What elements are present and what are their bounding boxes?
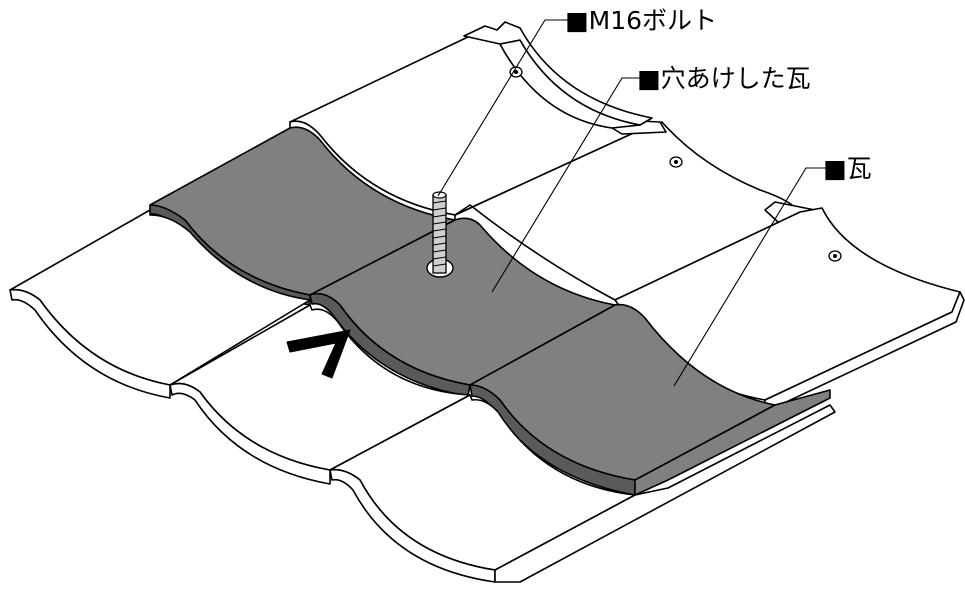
label-m16-bolt: ■M16ボルト [565, 6, 717, 35]
direction-arrow [286, 329, 351, 379]
tile-gray-right [469, 303, 831, 496]
label-tile: ■瓦 [823, 154, 872, 183]
tile-left [9, 209, 311, 399]
nail-hole [514, 70, 518, 74]
nail-holes [509, 66, 842, 262]
leader-lines [437, 19, 826, 387]
label-drilled-tile: ■穴あけした瓦 [637, 64, 811, 93]
nail-hole [833, 254, 837, 258]
nail-hole [674, 160, 678, 164]
tile-top-right [463, 21, 653, 129]
tile-front-center [329, 394, 836, 583]
m16-bolt [432, 191, 447, 274]
